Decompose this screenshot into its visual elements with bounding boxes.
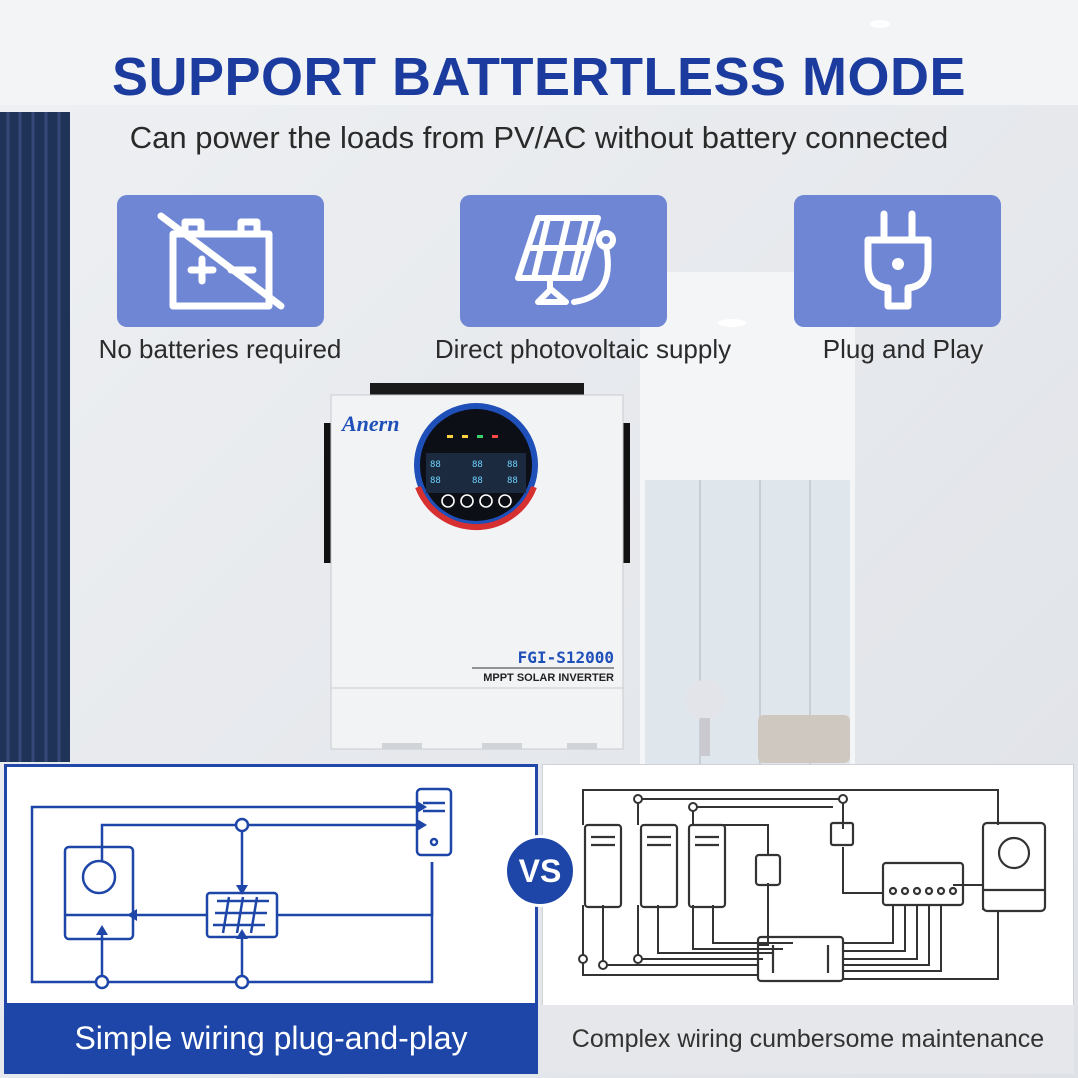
plug-icon [864,210,931,310]
feature-label-plug: Plug and Play [822,334,984,364]
inverter-type: MPPT SOLAR INVERTER [483,672,614,684]
feature-card-solar [460,195,667,327]
inverter-brand: Anern [340,411,399,436]
svg-text:88: 88 [472,460,483,470]
inverter-model: FGI-S12000 [518,648,614,667]
no-battery-icon [157,212,284,310]
solar-panel-icon [514,215,616,305]
feature-label-no-battery: No batteries required [98,334,342,364]
complex-wiring-caption: Complex wiring cumbersome maintenance [542,1005,1074,1074]
complex-wiring-diagram [578,789,1047,983]
feature-label-solar: Direct photovoltaic supply [434,334,732,364]
simple-wiring-diagram [30,787,453,990]
svg-text:88: 88 [507,476,518,486]
subheadline: Can power the loads from PV/AC without b… [129,120,949,155]
svg-text:88: 88 [430,476,441,486]
svg-text:88: 88 [507,460,518,470]
svg-text:88: 88 [472,476,483,486]
feature-card-plug [794,195,1001,327]
simple-wiring-caption: Simple wiring plug-and-play [4,1003,538,1074]
headline: SUPPORT BATTERTLESS MODE [111,47,967,107]
feature-card-no-battery [117,195,324,327]
svg-text:88: 88 [430,460,441,470]
inverter-device: 88 88 88 88 88 88 Anern FGI-S12000 MPPT SOLA… [324,383,630,750]
vs-badge: VS [504,835,576,907]
